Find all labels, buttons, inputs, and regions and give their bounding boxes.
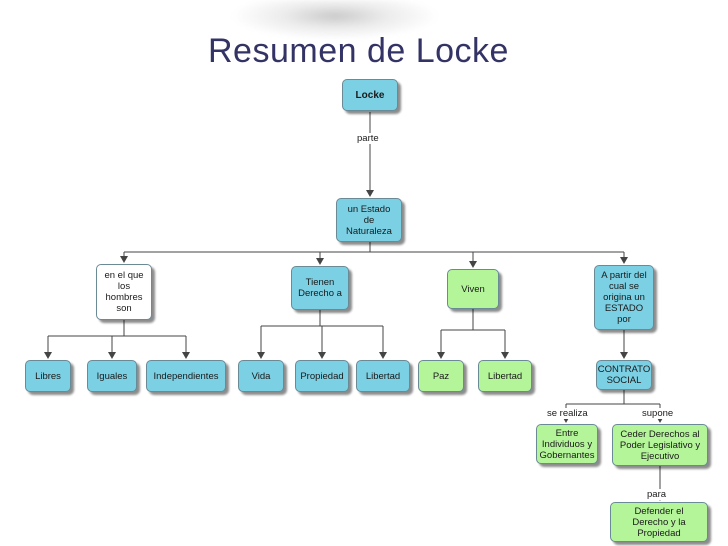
node-independientes[interactable]: Independientes	[146, 360, 226, 392]
node-libertad-viven[interactable]: Libertad	[478, 360, 532, 392]
node-libertad-derecho[interactable]: Libertad	[356, 360, 410, 392]
node-ceder-derechos[interactable]: Ceder Derechos al Poder Legislativo y Ej…	[612, 424, 708, 466]
node-propiedad[interactable]: Propiedad	[295, 360, 349, 392]
node-origina-estado[interactable]: A partir del cual se origina un ESTADO p…	[594, 265, 654, 330]
node-hombres-son[interactable]: en el que los hombres son	[96, 264, 152, 320]
node-defender-derecho[interactable]: Defender el Derecho y la Propiedad	[610, 502, 708, 542]
link-label-supone: supone	[640, 408, 676, 419]
node-paz[interactable]: Paz	[418, 360, 464, 392]
link-label-para: para	[645, 489, 669, 500]
node-iguales[interactable]: Iguales	[87, 360, 137, 392]
link-label-se-realiza: se realiza	[545, 408, 590, 419]
node-locke[interactable]: Locke	[342, 79, 398, 111]
node-estado-naturaleza[interactable]: un Estado de Naturaleza	[336, 198, 402, 242]
page-title: Resumen de Locke	[208, 32, 509, 70]
node-viven[interactable]: Viven	[447, 269, 499, 309]
node-tienen-derecho[interactable]: Tienen Derecho a	[291, 266, 349, 310]
node-vida[interactable]: Vida	[238, 360, 284, 392]
node-entre-individuos[interactable]: Entre Individuos y Gobernantes	[536, 424, 598, 464]
header-decoration	[230, 0, 440, 40]
node-libres[interactable]: Libres	[25, 360, 71, 392]
link-label-parte: parte	[355, 133, 381, 144]
node-contrato-social[interactable]: CONTRATO SOCIAL	[596, 360, 652, 390]
